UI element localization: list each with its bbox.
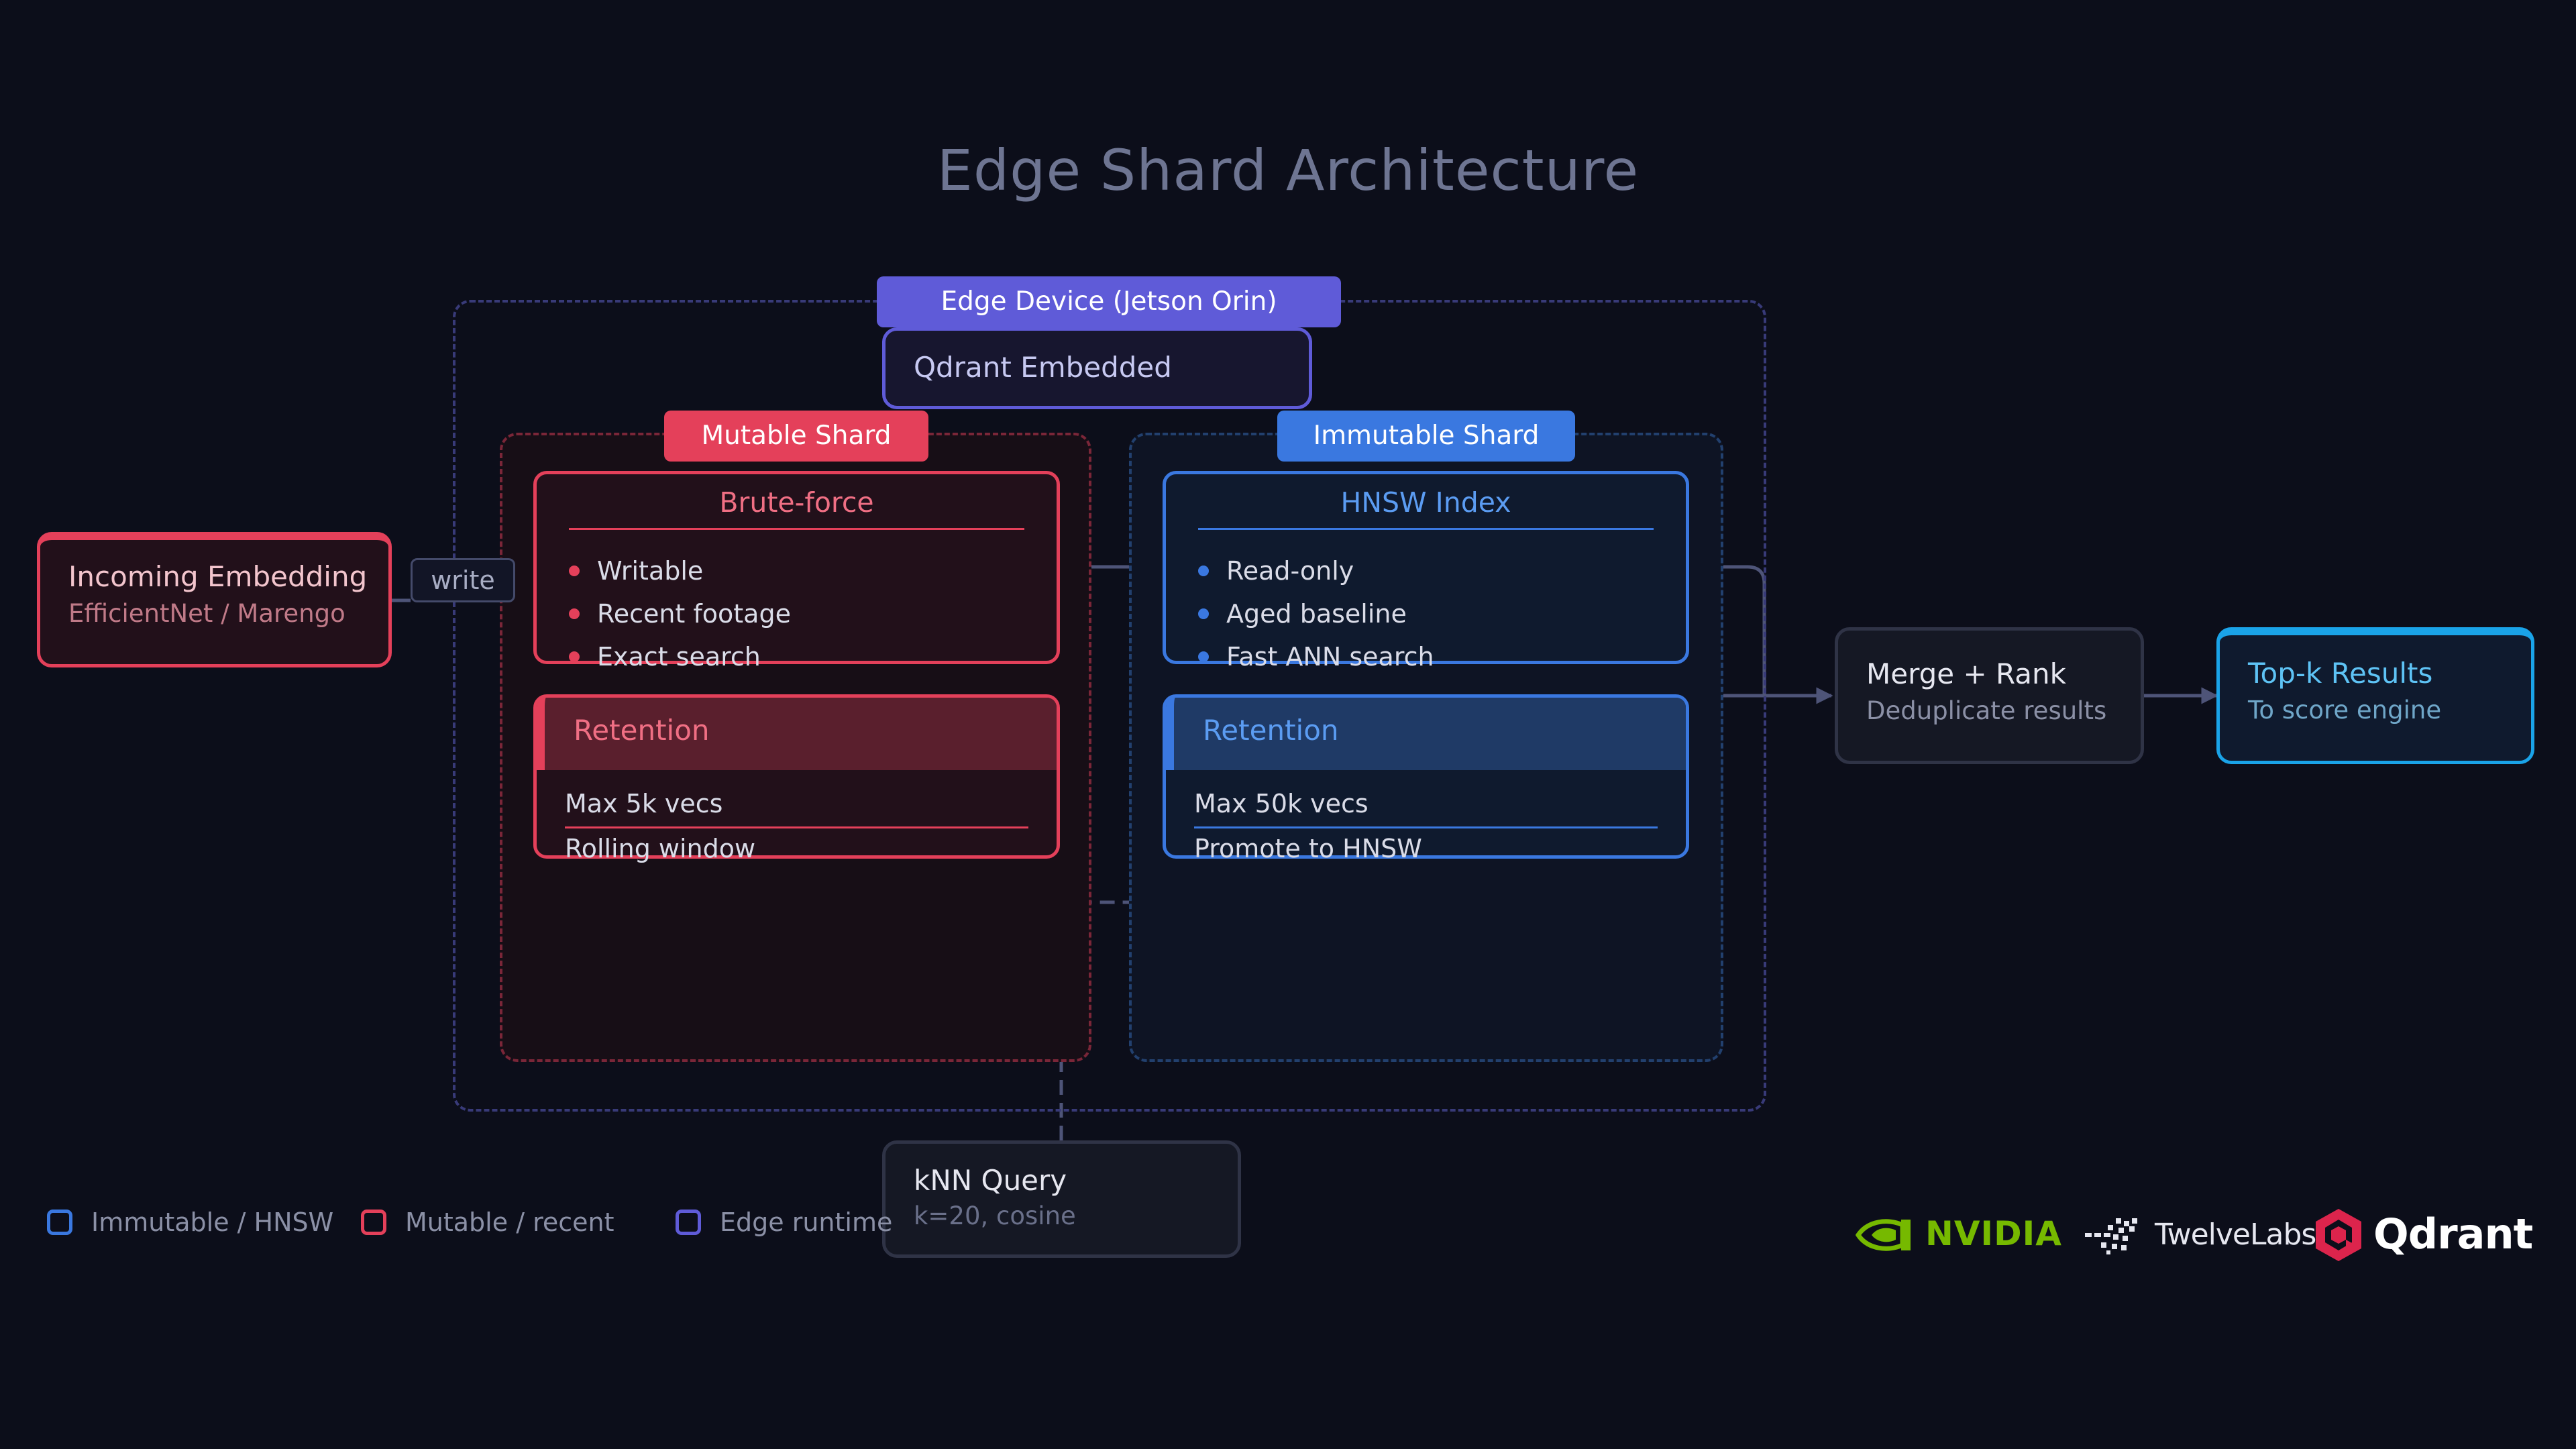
- list-item: Writable: [569, 549, 791, 592]
- hnsw-card: HNSW Index Read-only Aged baseline Fast …: [1163, 471, 1689, 672]
- nvidia-logo-icon: [1856, 1219, 1911, 1251]
- incoming-title: Incoming Embedding: [68, 560, 368, 593]
- immutable-retention-card: Retention Max 50k vecs Promote to HNSW: [1163, 694, 1689, 863]
- qdrant-logo-text: Qdrant: [2373, 1210, 2533, 1258]
- immutable-retention-header: [1166, 698, 1686, 770]
- mutable-retention-title: Retention: [574, 714, 710, 747]
- edge-device-tab: Edge Device (Jetson Orin): [877, 276, 1341, 327]
- retention-row: Rolling window: [565, 834, 756, 863]
- legend-item-mutable: Mutable / recent: [361, 1208, 614, 1237]
- bruteforce-list: Writable Recent footage Exact search: [569, 549, 791, 678]
- hnsw-divider: [1198, 528, 1654, 530]
- merge-subtitle: Deduplicate results: [1866, 696, 2107, 725]
- bullet-icon: [569, 651, 580, 662]
- mutable-legend-icon: [361, 1210, 386, 1235]
- merge-rank-box: Merge + Rank Deduplicate results: [1835, 627, 2144, 764]
- legend-item-immutable: Immutable / HNSW: [47, 1208, 333, 1237]
- merge-title: Merge + Rank: [1866, 657, 2066, 690]
- mutable-retention-header: [537, 698, 1057, 770]
- hnsw-list: Read-only Aged baseline Fast ANN search: [1198, 549, 1434, 678]
- legend-item-edge: Edge runtime: [676, 1208, 892, 1237]
- diagram-title: Edge Shard Architecture: [936, 138, 1640, 203]
- list-item: Exact search: [569, 635, 791, 678]
- incoming-subtitle: EfficientNet / Marengo: [68, 599, 345, 628]
- retention-row: Max 50k vecs: [1194, 784, 1658, 828]
- immutable-legend-icon: [47, 1210, 72, 1235]
- list-item: Read-only: [1198, 549, 1434, 592]
- incoming-embedding-box: Incoming Embedding EfficientNet / Mareng…: [37, 532, 392, 667]
- bruteforce-title: Brute-force: [719, 486, 874, 519]
- bullet-icon: [1198, 608, 1209, 619]
- list-item: Recent footage: [569, 592, 791, 635]
- bruteforce-card: Brute-force Writable Recent footage Exac…: [533, 471, 1060, 672]
- list-item: Fast ANN search: [1198, 635, 1434, 678]
- bruteforce-divider: [569, 528, 1024, 530]
- mutable-shard-tab: Mutable Shard: [664, 411, 928, 462]
- query-title: kNN Query: [914, 1164, 1067, 1197]
- knn-query-box: kNN Query k=20, cosine: [882, 1140, 1241, 1258]
- twelvelabs-logo-icon: [2085, 1218, 2137, 1254]
- results-subtitle: To score engine: [2248, 696, 2442, 724]
- bullet-icon: [1198, 566, 1209, 576]
- retention-row: Promote to HNSW: [1194, 834, 1422, 863]
- bullet-icon: [569, 608, 580, 619]
- retention-row: Max 5k vecs: [565, 784, 1028, 828]
- write-label: write: [411, 558, 515, 602]
- immutable-retention-rows: Max 50k vecs Promote to HNSW: [1194, 784, 1658, 871]
- hnsw-title: HNSW Index: [1340, 486, 1511, 519]
- immutable-shard-tab: Immutable Shard: [1277, 411, 1575, 462]
- list-item: Aged baseline: [1198, 592, 1434, 635]
- edge-legend-icon: [676, 1210, 701, 1235]
- nvidia-logo-text: NVIDIA: [1925, 1214, 2062, 1253]
- bullet-icon: [1198, 651, 1209, 662]
- qdrant-logo-icon: [2316, 1209, 2361, 1261]
- results-title: Top-k Results: [2248, 657, 2433, 690]
- qdrant-embedded-box: Qdrant Embedded: [882, 327, 1312, 409]
- mutable-retention-rows: Max 5k vecs Rolling window: [565, 784, 1028, 871]
- query-subtitle: k=20, cosine: [914, 1201, 1076, 1230]
- mutable-retention-card: Retention Max 5k vecs Rolling window: [533, 694, 1060, 863]
- bullet-icon: [569, 566, 580, 576]
- topk-results-box: Top-k Results To score engine: [2216, 627, 2534, 764]
- twelvelabs-logo-text: TwelveLabs: [2155, 1218, 2316, 1252]
- immutable-retention-title: Retention: [1203, 714, 1339, 747]
